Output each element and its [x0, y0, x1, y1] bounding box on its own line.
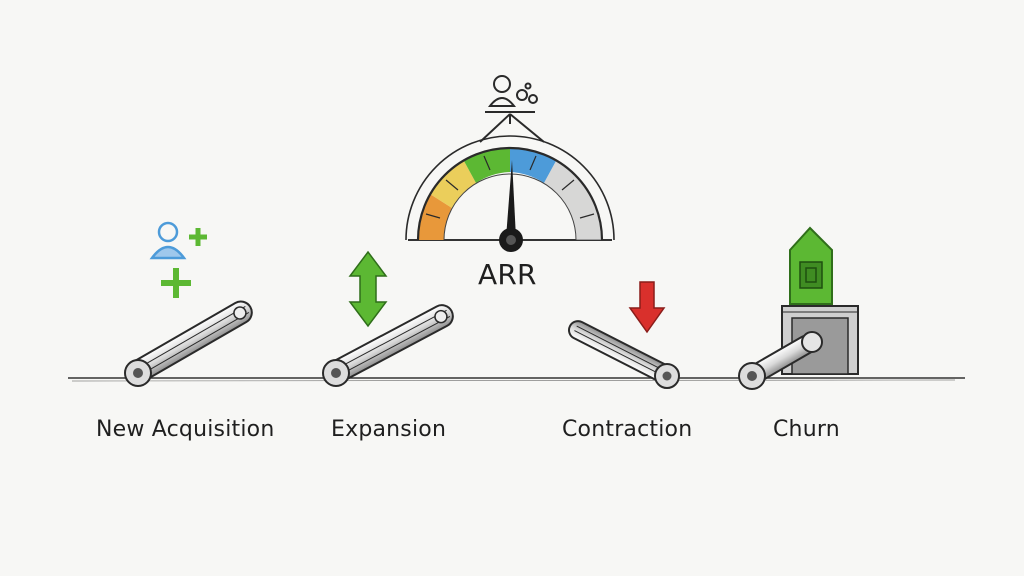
- lever-new-acquisition: [124, 300, 253, 387]
- add-user-icon: [149, 221, 207, 260]
- lever-expansion: [322, 304, 454, 387]
- new-acquisition-label: New Acquisition: [96, 417, 275, 442]
- baseline: [68, 377, 965, 382]
- plus-icon: [161, 268, 191, 298]
- exit-door-icon: [789, 226, 833, 305]
- lever-contraction: [568, 320, 680, 389]
- contraction-label: Contraction: [562, 417, 693, 442]
- arr-gauge: [405, 135, 615, 252]
- up-down-arrow-icon: [348, 250, 388, 328]
- churn-label: Churn: [773, 417, 840, 442]
- team-icon: [479, 75, 545, 143]
- down-arrow-icon: [628, 281, 666, 334]
- expansion-label: Expansion: [331, 417, 447, 442]
- lever-churn: [738, 305, 859, 390]
- arr-label: ARR: [478, 258, 537, 291]
